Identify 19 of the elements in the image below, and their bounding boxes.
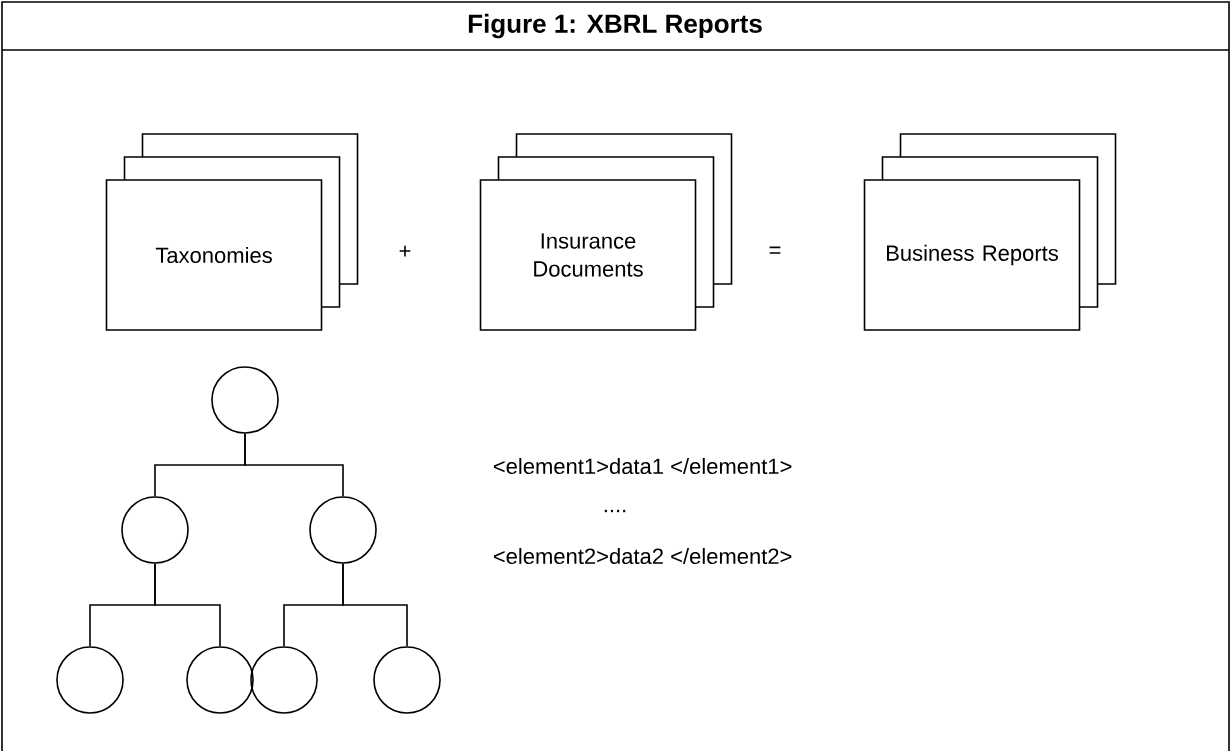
tree-connector: [342, 563, 408, 647]
plus-sign: +: [399, 245, 411, 257]
ellipsis: ....: [604, 509, 626, 513]
tree-connector: [154, 563, 221, 647]
document-stack: Business Reports: [863, 133, 1117, 331]
tree-circle: [56, 646, 124, 714]
tree-circle: [373, 646, 441, 714]
tree-circle: [121, 496, 189, 564]
tree-circle: [211, 366, 279, 434]
title: Figure 1: XBRL Reports: [468, 13, 762, 39]
equals-sign: =: [769, 246, 781, 254]
document-stack: Insurance Documents: [479, 133, 733, 331]
tree-circle: [309, 496, 377, 564]
code-line: <element2>data2 </element2>: [493, 547, 792, 565]
code-line: <element1>data1 </element1>: [493, 457, 792, 475]
tree-circle: [250, 646, 318, 714]
tree-circle: [186, 646, 254, 714]
tree-connector: [244, 433, 344, 497]
document-stack: Taxonomies: [105, 133, 359, 331]
